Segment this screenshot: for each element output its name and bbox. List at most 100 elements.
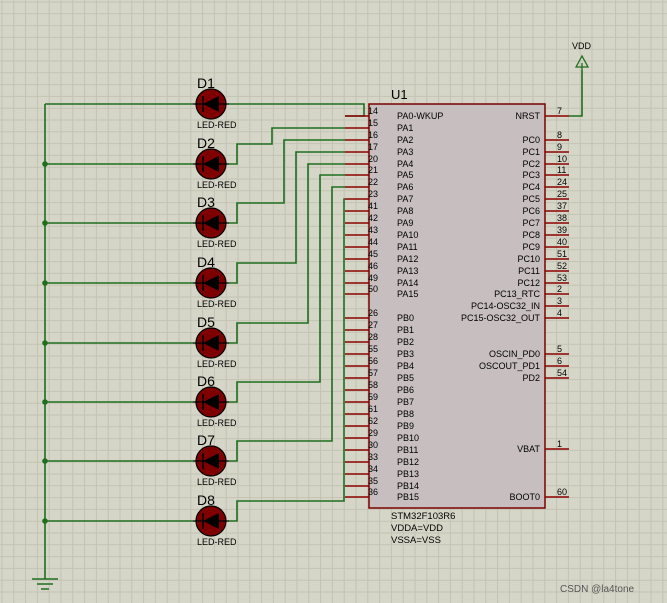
pin-name: PA0-WKUP: [397, 111, 443, 121]
junction-dot: [42, 280, 48, 286]
led-part: LED-RED: [197, 418, 237, 428]
pin-number: 60: [557, 487, 567, 497]
pin-name: PB0: [397, 313, 414, 323]
anode-stub-d3: [229, 219, 238, 224]
led-part: LED-RED: [197, 299, 237, 309]
pin-number: 53: [557, 273, 567, 283]
pin-number: 25: [557, 189, 567, 199]
pin-name: PB11: [397, 445, 418, 455]
anode-stub-d2: [229, 160, 238, 165]
pin-name: PC3: [522, 170, 540, 180]
pin-number: 1: [557, 439, 562, 449]
pin-name: OSCOUT_PD1: [479, 361, 540, 371]
junction-dot: [42, 518, 48, 524]
diode-triangle-icon: [203, 453, 219, 469]
led-ref: D4: [197, 254, 215, 270]
vdd-terminal[interactable]: VDD: [572, 41, 592, 70]
pin-number: 2: [557, 284, 562, 294]
led-ref: D5: [197, 314, 215, 330]
ground-terminal[interactable]: [32, 578, 58, 590]
chip-note-vssa: VSSA=VSS: [391, 535, 441, 546]
pin-name: PC10: [517, 254, 540, 264]
pin-name: PB9: [397, 421, 414, 431]
led-ref: D7: [197, 432, 215, 448]
chip-body[interactable]: [368, 103, 546, 509]
led-ref: D6: [197, 373, 215, 389]
led-part: LED-RED: [197, 537, 237, 547]
pin-name: PC14-OSC32_IN: [471, 301, 540, 311]
diode-triangle-icon: [203, 96, 219, 112]
led-part: LED-RED: [197, 120, 237, 130]
pin-number: 41: [368, 201, 378, 211]
pin-number: 51: [557, 249, 567, 259]
pin-name: PA6: [397, 182, 413, 192]
pin-name: PB2: [397, 337, 414, 347]
